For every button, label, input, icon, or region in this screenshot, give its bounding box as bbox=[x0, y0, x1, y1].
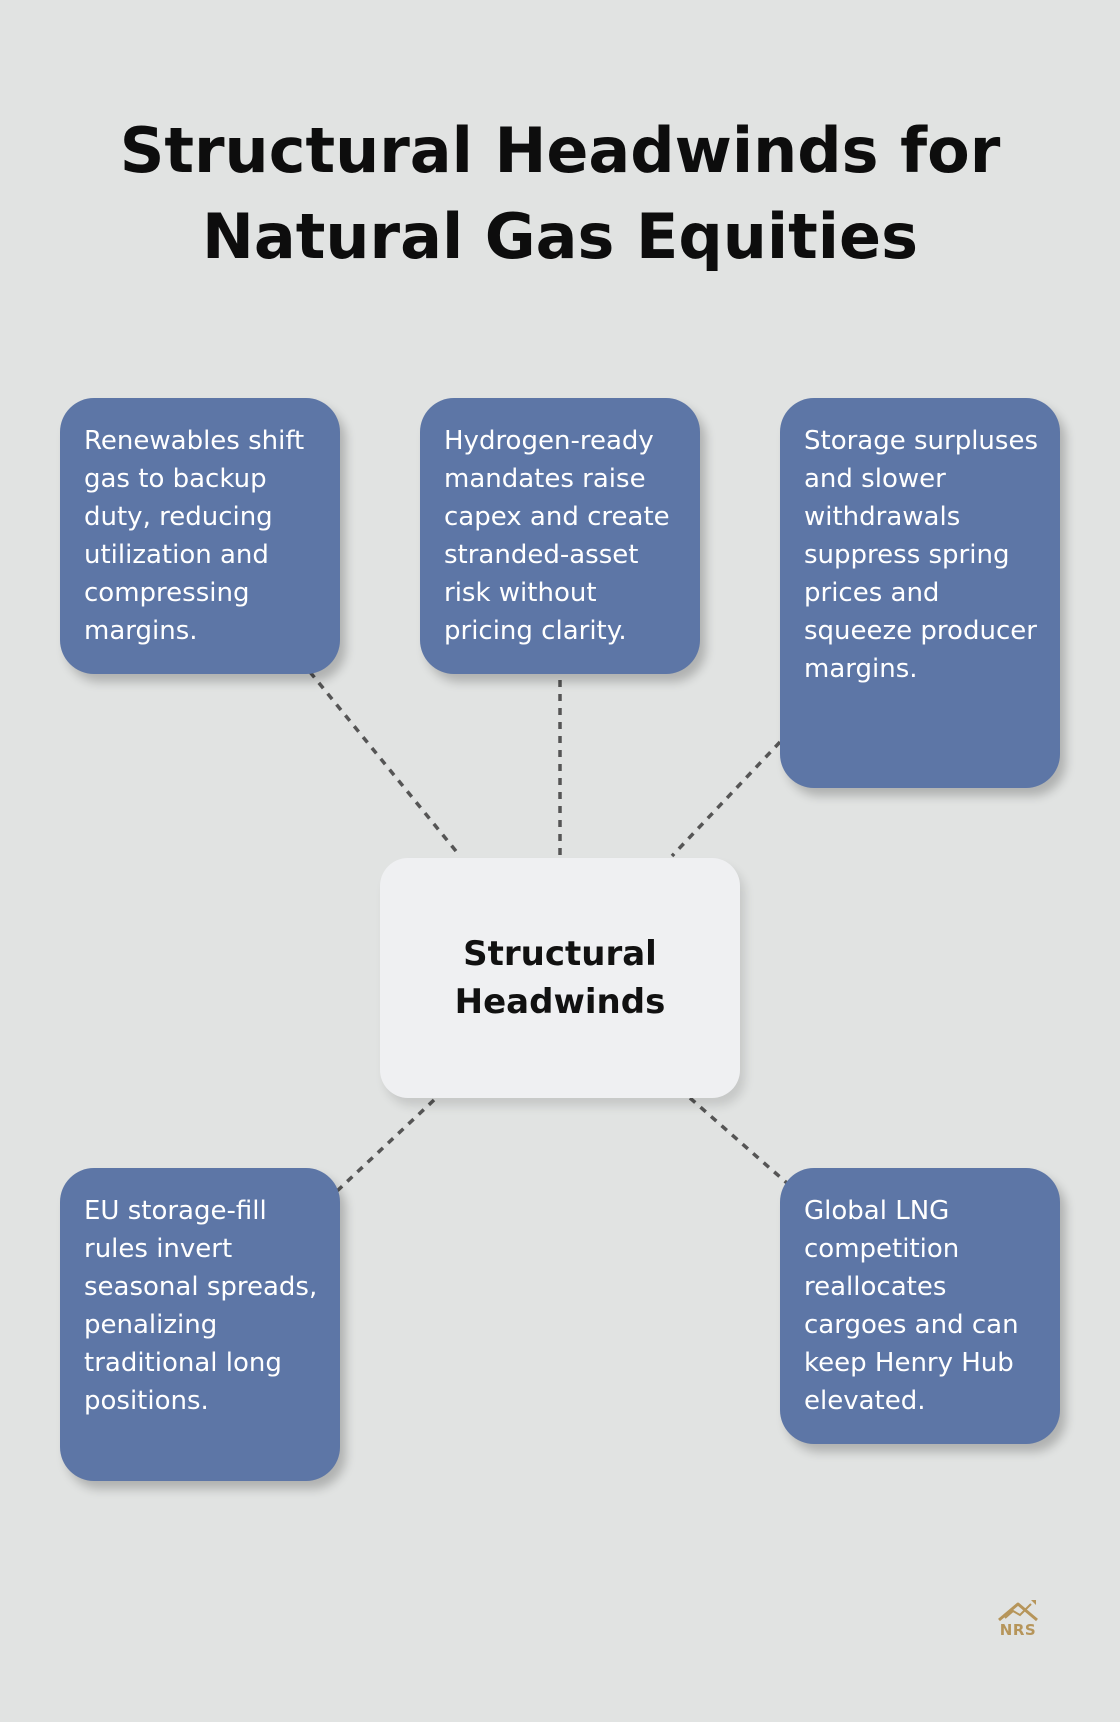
headwind-card-text: EU storage-fill rules invert seasonal sp… bbox=[84, 1196, 318, 1416]
headwind-card-text: Hydrogen-ready mandates raise capex and … bbox=[444, 426, 670, 646]
headwind-card-text: Storage surpluses and slower withdrawals… bbox=[804, 426, 1038, 684]
connector-line-1 bbox=[308, 670, 462, 858]
headwind-card-renewables: Renewables shift gas to backup duty, red… bbox=[60, 398, 340, 674]
headwind-card-storage: Storage surpluses and slower withdrawals… bbox=[780, 398, 1060, 788]
connector-line-4 bbox=[334, 1098, 436, 1194]
headwind-card-hydrogen: Hydrogen-ready mandates raise capex and … bbox=[420, 398, 700, 674]
page-title: Structural Headwinds for Natural Gas Equ… bbox=[119, 114, 1001, 273]
central-node-label: Structural Headwinds bbox=[454, 934, 666, 1022]
headwind-card-lng: Global LNG competition reallocates cargo… bbox=[780, 1168, 1060, 1444]
headwind-card-text: Renewables shift gas to backup duty, red… bbox=[84, 426, 305, 646]
headwind-card-text: Global LNG competition reallocates cargo… bbox=[804, 1196, 1019, 1416]
connector-line-5 bbox=[688, 1096, 790, 1186]
central-node: Structural Headwinds bbox=[380, 858, 740, 1098]
connector-line-3 bbox=[670, 740, 782, 858]
nrs-logo: NRS bbox=[995, 1598, 1041, 1640]
logo-text: NRS bbox=[999, 1621, 1037, 1639]
house-chart-icon bbox=[998, 1600, 1038, 1622]
headwind-card-eu-storage: EU storage-fill rules invert seasonal sp… bbox=[60, 1168, 340, 1481]
